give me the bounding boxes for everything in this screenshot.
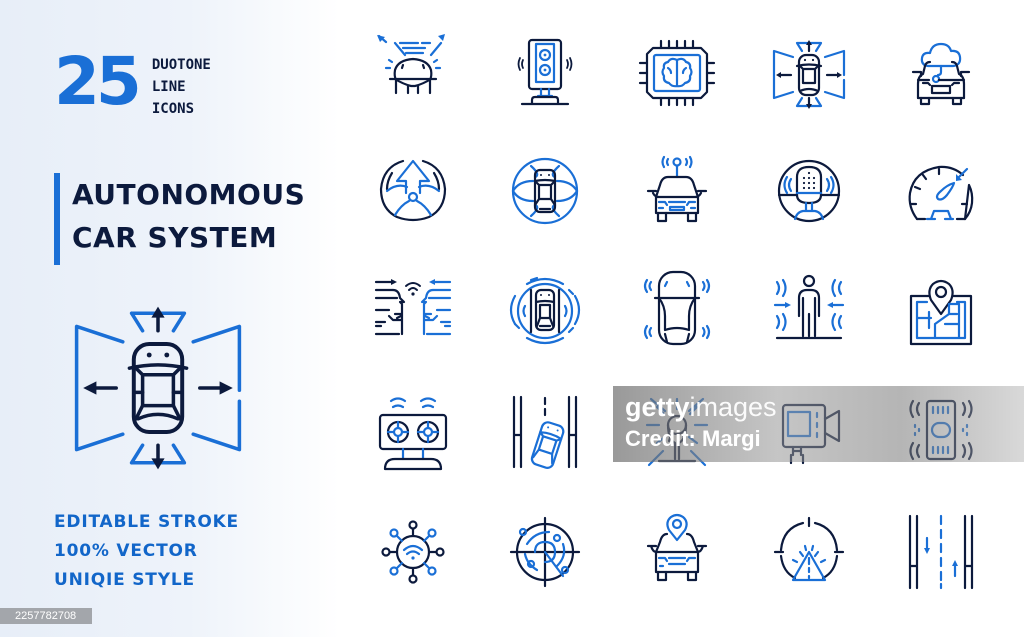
icon-count: 25 [54,43,142,120]
info-panel: 25 DUOTONE LINE ICONS AUTONOMOUS CAR SYS… [0,0,340,637]
icon-cell [746,274,872,395]
icon-cell [350,514,476,633]
pedestrian-detection-icon [773,274,845,340]
icon-cell [614,270,740,395]
icon-cell [482,157,608,276]
icon-cell [350,34,476,157]
icon-cell [350,157,476,276]
icon-cell [482,38,608,157]
sensor-chip-icon [909,399,973,461]
feature-item: 100% VECTOR [54,541,198,561]
icon-cell [350,395,476,514]
car-surround-view-icon [772,40,846,109]
car-radar-circle-icon [509,276,581,345]
icon-cell [878,395,1004,514]
icon-cell [614,38,740,157]
feature-item: UNIQIE STYLE [54,570,195,590]
video-camera-icon [781,403,841,465]
traffic-light-sensor-icon [517,38,573,106]
icon-cell [482,514,608,633]
icon-cell [878,276,1004,395]
icon-cell [746,395,872,514]
icon-cell [482,276,608,395]
ai-brain-chip-icon [638,39,716,107]
icon-cell [350,276,476,395]
icon-cell [614,395,740,514]
image-id-badge: 2257782708 [0,608,92,624]
icon-cell [746,157,872,276]
icon-cell [878,38,1004,157]
title-line: AUTONOMOUS [72,178,306,211]
lidar-sensor-icon [645,397,709,467]
car-to-car-communication-icon [374,279,452,336]
feature-list: EDITABLE STROKE 100% VECTOR UNIQIE STYLE [54,508,239,595]
count-label-line: DUOTONE [151,57,211,73]
steering-wheel-direction-icon [379,159,447,222]
car-globe-navigation-icon [511,157,579,225]
icon-cell [746,514,872,633]
radar-scan-icon [509,516,581,588]
speedometer-icon [908,165,974,221]
car-parking-sensors-icon [643,270,711,346]
icon-cell [746,38,872,157]
icon-cell [482,395,608,514]
car-gps-pin-icon [646,513,708,582]
count-label-line: ICONS [151,101,195,117]
feature-item: EDITABLE STROKE [54,512,239,532]
voice-assistant-mic-icon [777,159,841,223]
page-title: AUTONOMOUS CAR SYSTEM [54,173,305,265]
icon-cell [614,513,740,633]
map-location-pin-icon [909,279,973,346]
icon-count-block: 25 DUOTONE LINE ICONS [54,43,211,120]
title-line: CAR SYSTEM [72,221,278,254]
car-surround-view-icon [74,306,242,470]
icon-count-label: DUOTONE LINE ICONS [152,54,211,120]
icon-grid [350,34,1010,633]
icon-cell [878,514,1004,633]
lane-departure-icon [512,395,578,469]
wireless-network-hub-icon [381,520,445,584]
icon-cell [878,157,1004,276]
car-antenna-signal-icon [646,155,708,223]
stereo-camera-icon [378,397,448,471]
hazard-warning-target-icon [773,516,845,582]
count-label-line: LINE [151,79,186,95]
icon-cell [614,155,740,276]
cloud-connected-car-icon [911,42,971,106]
two-way-road-lanes-icon [908,514,974,590]
headlight-sensor-icon [377,34,445,95]
